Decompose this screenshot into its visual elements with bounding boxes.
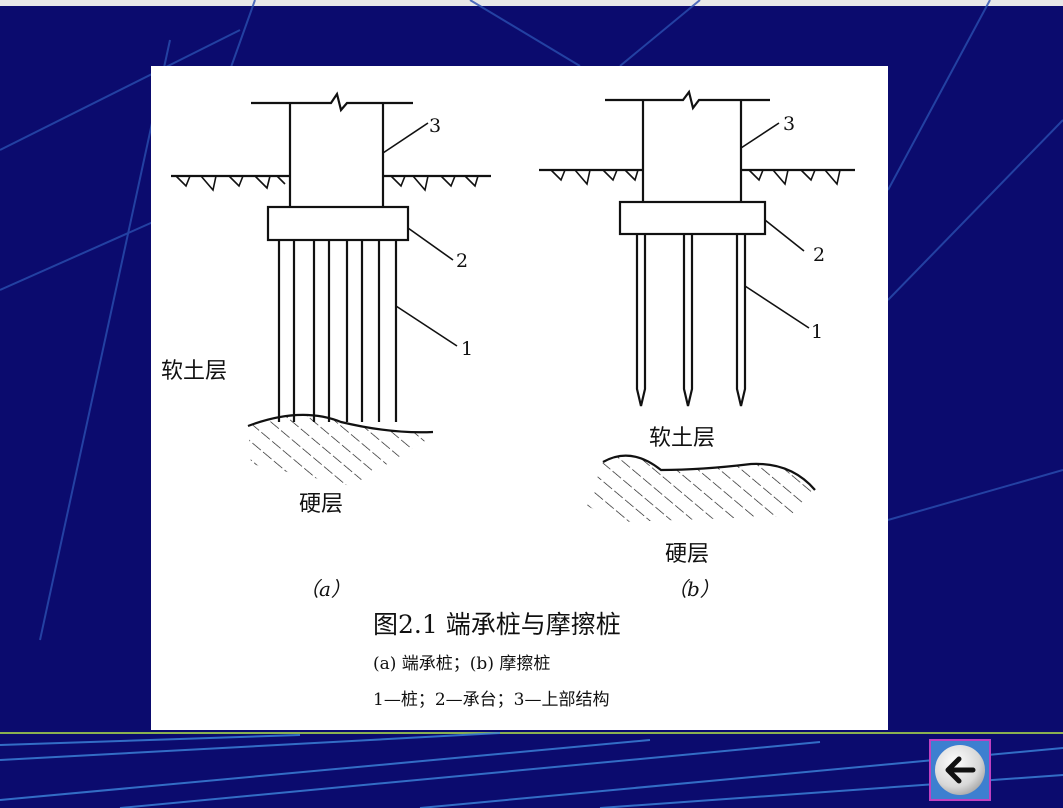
label-b-3: 3 <box>783 113 796 135</box>
diagram-b <box>539 89 855 522</box>
caption-line-2: 1—桩；2—承台；3—上部结构 <box>373 690 610 710</box>
figure-title: 图2.1 端承桩与摩擦桩 <box>373 610 621 639</box>
label-b-1: 1 <box>811 321 824 343</box>
figure-panel: 3 2 1 软土层 硬层 （a） 3 2 1 软土层 硬层 （b） 图2.1 端… <box>151 66 888 730</box>
label-a-2: 2 <box>456 250 469 272</box>
pile-foundation-diagram <box>171 89 855 522</box>
soft-layer-label-b: 软土层 <box>649 426 716 451</box>
caption-line-1: (a) 端承桩；(b) 摩擦桩 <box>373 654 551 674</box>
label-a-1: 1 <box>461 338 474 360</box>
label-b-2: 2 <box>813 244 826 266</box>
back-button-face <box>935 745 985 795</box>
label-a-3: 3 <box>429 115 442 137</box>
hard-layer-label-b: 硬层 <box>665 542 710 567</box>
left-arrow-icon <box>945 756 976 784</box>
hard-layer-label-a: 硬层 <box>299 492 344 517</box>
subfigure-label-b: （b） <box>667 577 720 601</box>
subfigure-label-a: （a） <box>299 577 351 601</box>
soft-layer-label-a: 软土层 <box>161 359 228 384</box>
diagram-a <box>171 91 491 486</box>
back-button[interactable] <box>929 739 991 801</box>
